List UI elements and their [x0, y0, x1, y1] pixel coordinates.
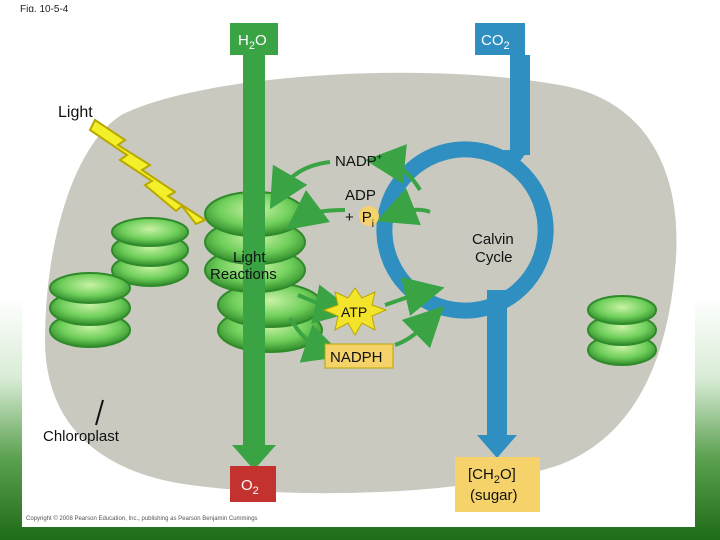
atp-star-icon [322, 287, 388, 336]
calvin-cycle-arrowhead [500, 150, 528, 170]
svg-text:[CH2O]: [CH2O] [468, 466, 516, 486]
granum-right [587, 295, 657, 366]
o2-output-box [230, 466, 276, 502]
nadp-return-arrow [269, 160, 331, 210]
calvin-label-line1: Calvin [472, 231, 514, 248]
sugar-line2: (sugar) [470, 487, 518, 504]
atp-to-calvin-arrow [384, 277, 445, 316]
sugar-flow-arrowhead [477, 435, 517, 458]
light-bolt-icon [88, 118, 208, 226]
co2-label-sub: 2 [504, 40, 510, 52]
copyright-note: Copyright © 2008 Pearson Education, Inc.… [26, 516, 258, 522]
sugar-line1-sub: 2 [494, 474, 500, 486]
water-flow-arrow [243, 55, 265, 455]
svg-text:H2O: H2O [238, 32, 267, 52]
pi-label: +Pi [345, 209, 374, 230]
sugar-output-box [455, 457, 540, 512]
nadph-label: NADPH [330, 349, 383, 366]
co2-input-box [475, 23, 525, 55]
sugar-flow-arrow [487, 290, 507, 440]
adp-label: ADP [345, 187, 376, 204]
light-reactions-label-line2: Reactions [210, 266, 277, 283]
water-label-sub: 2 [249, 40, 255, 52]
water-label-tail: O [255, 32, 267, 49]
co2-label-base: CO [481, 32, 504, 49]
light-reactions-label-line1: Light [233, 249, 266, 266]
water-flow-arrowhead [232, 445, 276, 470]
sugar-line1-base: [CH [468, 466, 494, 483]
granum-left-top [111, 217, 189, 287]
figure-label: Fig. 10-5-4 [20, 4, 69, 15]
nadph-to-calvin-arrow [394, 305, 445, 349]
calvin-to-nadp-arrow [365, 144, 422, 192]
svg-text:CO2: CO2 [481, 32, 510, 52]
adp-return-arrow [285, 190, 346, 230]
calvin-to-adp-arrow [376, 188, 431, 226]
o2-label-base: O [241, 477, 253, 494]
atp-label: ATP [341, 304, 367, 320]
svg-text:O2: O2 [241, 477, 259, 497]
lr-to-nadph-arrow [288, 316, 344, 363]
chloroplast-label: Chloroplast [43, 428, 120, 445]
water-input-box [230, 23, 278, 55]
chloroplast-pointer [95, 399, 104, 426]
co2-flow-arrow [510, 55, 530, 155]
calvin-label-line2: Cycle [475, 249, 513, 266]
nadp-label: NADP+ [335, 152, 382, 170]
nadph-box [324, 343, 394, 369]
light-label: Light [58, 104, 93, 121]
granum-left-bottom [49, 272, 131, 348]
o2-label-sub: 2 [253, 485, 259, 497]
pi-circle [359, 206, 379, 226]
water-label-base: H [238, 32, 249, 49]
sugar-line1-tail: O] [500, 466, 516, 483]
